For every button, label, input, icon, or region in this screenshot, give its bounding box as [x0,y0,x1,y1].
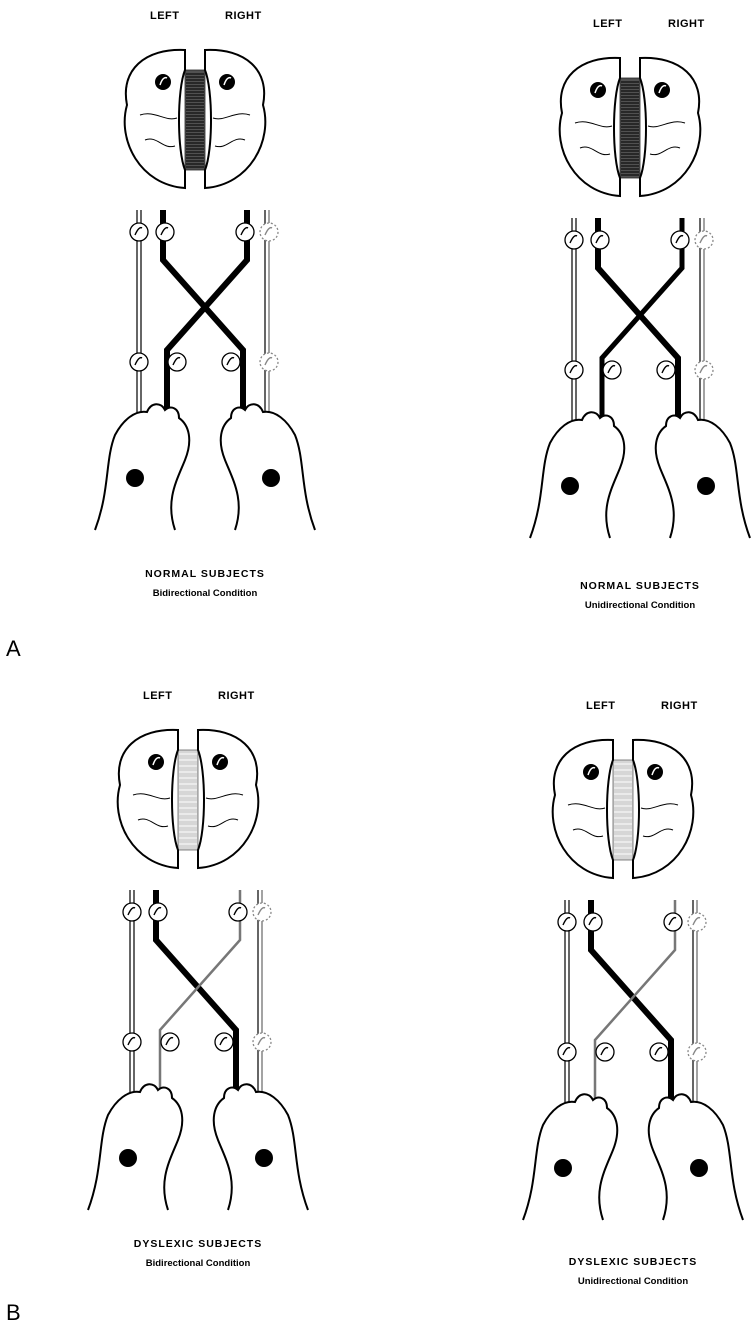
caption: DYSLEXIC SUBJECTS Bidirectional Conditio… [78,1238,318,1269]
caption: DYSLEXIC SUBJECTS Unidirectional Conditi… [513,1256,753,1287]
right-hand [214,1084,308,1210]
caption: NORMAL SUBJECTS Unidirectional Condition [520,580,754,611]
left-hand [523,1094,617,1220]
contralateral-pathway [591,900,671,1110]
neuron-icon [591,231,609,249]
neuron-icon [156,223,174,241]
corpus-callosum [613,760,633,860]
neuron-icon [126,469,144,487]
neuron-icon [590,82,606,98]
neuron-icon [690,1159,708,1177]
left-hemisphere [118,730,178,868]
group-label: DYSLEXIC SUBJECTS [513,1256,753,1268]
condition-label: Unidirectional Condition [513,1276,753,1287]
neuron-icon [657,361,675,379]
condition-label: Bidirectional Condition [85,588,325,599]
neuron-icon [647,764,663,780]
neuron-icon [255,1149,273,1167]
neuron-icon [123,903,141,921]
section-label-b: B [6,1300,21,1326]
left-hemisphere [553,740,613,878]
contralateral-pathway [167,210,247,420]
neuron-icon [236,223,254,241]
contralateral-pathway [160,890,240,1100]
caption: NORMAL SUBJECTS Bidirectional Condition [85,568,325,599]
neuron-icon [664,913,682,931]
neuron-icon [222,353,240,371]
condition-label: Bidirectional Condition [78,1258,318,1269]
right-hand [221,404,315,530]
neuron-icon [119,1149,137,1167]
neuron-icon [130,223,148,241]
left-hemisphere [125,50,185,188]
neuron-icon [161,1033,179,1051]
neuron-icon [654,82,670,98]
right-hand [649,1094,743,1220]
right-hemisphere [633,740,693,878]
corpus-callosum [178,750,198,850]
neuron-icon [229,903,247,921]
neuron-icon [168,353,186,371]
neuron-icon [583,764,599,780]
neuron-icon [123,1033,141,1051]
neuron-icon [561,477,579,495]
neuron-icon [565,231,583,249]
panel-normal-bidirectional: LEFT RIGHT NORMAL SUBJECTS Bidirectional… [85,10,325,630]
brain-hands-diagram [78,690,318,1250]
brain-hands-diagram [520,18,754,578]
condition-label: Unidirectional Condition [520,600,754,611]
contralateral-pathway [156,890,236,1100]
neuron-icon [253,1033,271,1051]
neuron-icon [565,361,583,379]
neuron-icon [149,903,167,921]
contralateral-pathway [163,210,243,420]
neuron-icon [155,74,171,90]
group-label: DYSLEXIC SUBJECTS [78,1238,318,1250]
group-label: NORMAL SUBJECTS [520,580,754,592]
neuron-icon [603,361,621,379]
contralateral-pathway [602,218,682,428]
neuron-icon [262,469,280,487]
panel-dyslexic-unidirectional: LEFT RIGHT DYSLEXIC SUBJECTS Unidirectio… [513,700,753,1320]
left-hand [88,1084,182,1210]
neuron-icon [148,754,164,770]
neuron-icon [650,1043,668,1061]
panel-normal-unidirectional: LEFT RIGHT NORMAL SUBJECTS Unidirectiona… [520,18,754,638]
neuron-icon [212,754,228,770]
neuron-icon [130,353,148,371]
right-hemisphere [640,58,700,196]
neuron-icon [671,231,689,249]
brain-hands-diagram [513,700,753,1260]
right-hemisphere [205,50,265,188]
neuron-icon [688,1043,706,1061]
neuron-icon [558,1043,576,1061]
neuron-icon [584,913,602,931]
neuron-icon [219,74,235,90]
right-hand [656,412,750,538]
right-hemisphere [198,730,258,868]
panel-dyslexic-bidirectional: LEFT RIGHT DYSLEXIC SUBJECTS Bidirection… [78,690,318,1310]
neuron-icon [260,353,278,371]
neuron-icon [554,1159,572,1177]
neuron-icon [215,1033,233,1051]
neuron-icon [695,361,713,379]
section-label-a: A [6,636,21,662]
neuron-icon [558,913,576,931]
neuron-icon [596,1043,614,1061]
contralateral-pathway [598,218,678,428]
neuron-icon [260,223,278,241]
left-hand [530,412,624,538]
brain-hands-diagram [85,10,325,570]
group-label: NORMAL SUBJECTS [85,568,325,580]
neuron-icon [697,477,715,495]
neuron-icon [688,913,706,931]
neuron-icon [695,231,713,249]
neuron-icon [253,903,271,921]
left-hand [95,404,189,530]
left-hemisphere [560,58,620,196]
contralateral-pathway [595,900,675,1110]
